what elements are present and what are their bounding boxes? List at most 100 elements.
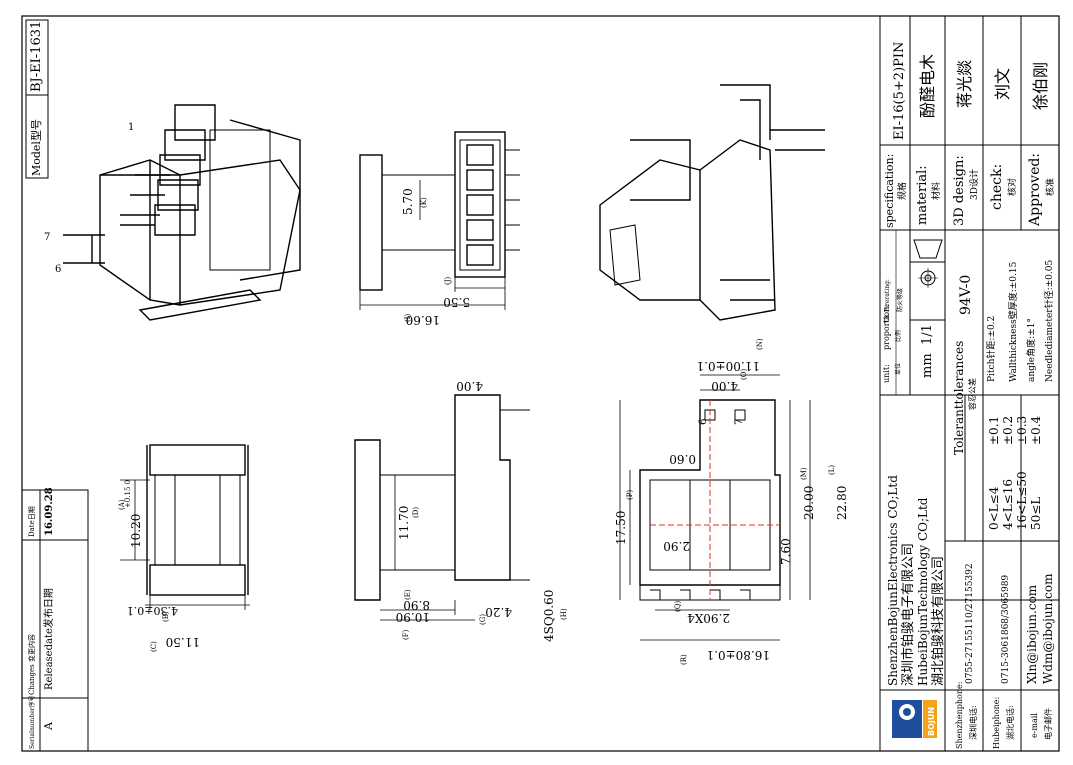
- changes-row-date: 16.09.28: [44, 487, 55, 536]
- design-label-cn: 3D设计: [968, 169, 980, 200]
- dim-rt-L: (L): [828, 465, 836, 475]
- model-box: Model型号 BJ-EI-1631: [25, 19, 49, 179]
- dim-rt-Q: (Q): [674, 601, 682, 612]
- design-label: 3D design:: [952, 155, 967, 226]
- check-value: 刘文: [993, 68, 1012, 100]
- pin-label-7: 7: [44, 232, 50, 243]
- dim-left-4-30: 4.30±0.1: [127, 604, 178, 617]
- tol-note-3: Needlediameter针径:±0.05: [1043, 260, 1055, 382]
- contact-label-0: Shenzhenphone:: [955, 682, 964, 749]
- changes-header-serial: Serialnumber序号: [28, 695, 36, 749]
- approved-label-cn: 核准: [1044, 178, 1056, 196]
- dim-mid-4-20: 4.20: [485, 605, 512, 619]
- tol-range-0: 0<L≤4: [987, 486, 1001, 530]
- dim-mid-G: (G): [479, 614, 487, 625]
- changes-table: Serialnumber序号 Changes 变更内容 Date日期 A Rel…: [21, 487, 89, 752]
- dim-top-K: (K): [420, 197, 428, 208]
- changes-row-serial: A: [42, 721, 55, 731]
- spec-label: specification:: [883, 154, 896, 228]
- dim-rt-R: (R): [680, 654, 688, 665]
- fire-value: 94V-0: [958, 275, 974, 315]
- projection-symbol-icon: [913, 239, 943, 288]
- dim-rt-2-90: 2.90: [663, 539, 690, 553]
- dim-rt-22-80: 22.80: [835, 486, 849, 520]
- pin-label-7-right: 7: [734, 419, 745, 425]
- fire-label: UL Firerating:: [884, 279, 891, 323]
- iso-view-right: [599, 84, 825, 321]
- dim-rt-4-00: 4.00: [711, 379, 738, 393]
- dim-top-16-60: 16.60: [406, 313, 440, 327]
- tol-value-0: ±0.1: [987, 416, 1001, 445]
- spec-label-cn: 规格: [896, 182, 908, 200]
- iso-view-left: [63, 104, 301, 321]
- model-value: BJ-EI-1631: [29, 21, 44, 92]
- dim-rt-20-00: 20.00: [802, 486, 816, 520]
- changes-header-date: Date日期: [28, 506, 36, 537]
- tol-value-2: ±0.3: [1015, 416, 1029, 445]
- proportion-label-cn: 比例: [894, 330, 902, 342]
- contact-label-cn-0: 深圳电话:: [968, 705, 978, 740]
- approved-value: 徐伯刚: [1031, 62, 1050, 110]
- contact-value-1: 0715-3061868/3065989: [1001, 575, 1011, 684]
- dim-rt-P: (P): [626, 490, 634, 500]
- dim-left-C: (C): [150, 641, 158, 652]
- changes-row-change: Releasedate发布日期: [42, 588, 55, 690]
- tolerance-title-cn: 容忍公差: [967, 378, 977, 410]
- tol-range-3: 50≤L: [1029, 497, 1043, 530]
- pin-label-6-right: 6: [698, 419, 709, 425]
- dim-mid-H: (H): [560, 608, 568, 620]
- dim-top-5-70: 5.70: [401, 188, 415, 215]
- dim-top-5-50: 5.50: [443, 295, 470, 309]
- unit-value: mm: [920, 353, 935, 378]
- spec-value: EI-16(5+2)PIN: [892, 42, 907, 140]
- proportion-value-visible: 1/1: [920, 324, 935, 345]
- proportion-label: proportion:: [882, 304, 891, 350]
- changes-header-change: Changes 变更内容: [27, 634, 36, 695]
- approved-label: Approved:: [1027, 153, 1043, 227]
- pin-label-1: 1: [128, 122, 134, 133]
- dim-rt-17-50: 17.50: [614, 511, 628, 545]
- contact-label-cn-2: 电子邮件: [1043, 708, 1053, 740]
- model-label: Model型号: [29, 119, 43, 176]
- dim-rt-7-60: 7.60: [779, 538, 793, 565]
- dim-mid-D: (D): [412, 507, 420, 518]
- dim-left-11-50: 11.50: [166, 635, 200, 649]
- tol-note-1: Wallthickness壁厚度:±0.15: [1007, 261, 1019, 382]
- tol-value-1: ±0.2: [1001, 416, 1015, 445]
- company-name-2: HubeiBojunTechnology CO;Ltd: [916, 497, 930, 686]
- tolerance-title: Toleranttolerances: [952, 341, 966, 455]
- dim-rt-O: (O): [740, 369, 748, 380]
- top-view: [359, 131, 520, 310]
- material-label-cn: 材料: [930, 182, 942, 200]
- dim-top-I: (I): [404, 314, 412, 322]
- material-value: 酚醛电木: [918, 54, 937, 118]
- title-block: EI-16(5+2)PIN 酚醛电木 蒋光燚 刘文 徐伯刚 specificat…: [879, 15, 1060, 752]
- contact-value-0: 0755-27155110/27155392: [965, 563, 975, 684]
- contact-label-1: Hubeiphone:: [992, 697, 1001, 749]
- dim-mid-11-70: 11.70: [397, 506, 411, 540]
- fire-label-cn: 防火等级: [896, 288, 904, 312]
- tol-range-1: 4<L≤16: [1001, 479, 1015, 530]
- tol-value-3: ±0.4: [1029, 415, 1043, 445]
- dim-mid-E: (E): [404, 589, 412, 600]
- dim-rt-11-00: 11.00±0.1: [697, 359, 761, 373]
- bojun-logo-icon: BOJUN: [892, 700, 937, 738]
- dim-left-10-20: 10.20: [129, 514, 143, 548]
- dim-left-A: (A): [118, 499, 126, 510]
- dim-mid-0-60: 4SQ0.60: [542, 590, 556, 642]
- dim-left-B: (B): [162, 611, 170, 622]
- bottom-right-view: [619, 374, 811, 641]
- tol-note-2: angle角度:±1°: [1025, 318, 1037, 382]
- dim-left-tol: +0.15 0: [124, 480, 132, 508]
- front-view: [120, 444, 250, 610]
- side-view: [354, 394, 530, 621]
- dim-rt-2-90x4: 2.90X4: [687, 611, 730, 625]
- company-name-3: 湖北铂骏科技有限公司: [930, 556, 946, 686]
- design-value: 蒋光燚: [955, 60, 974, 108]
- check-label-cn: 核对: [1006, 178, 1018, 196]
- logo-text: BOJUN: [927, 707, 936, 736]
- pin-label-6: 6: [55, 264, 61, 275]
- dim-mid-8-90: 8.90: [403, 598, 430, 612]
- company-name-0: ShenzhenBojunElectronics CO;Ltd: [886, 475, 900, 686]
